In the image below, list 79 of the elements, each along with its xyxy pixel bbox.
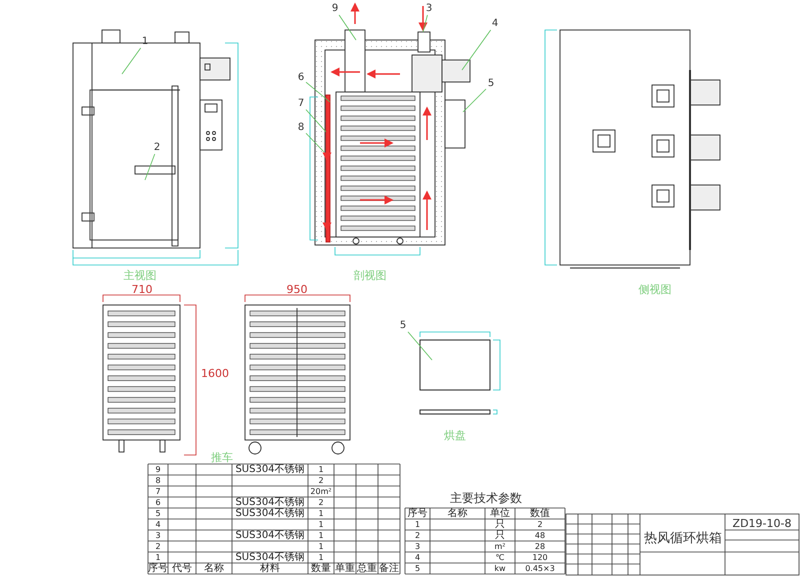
- unit: 只: [495, 530, 505, 541]
- quantity: 1: [318, 552, 324, 563]
- column-header: 单重: [335, 563, 355, 574]
- material: SUS304不锈钢: [235, 464, 305, 475]
- column-header: 名称: [448, 508, 468, 519]
- view-title: 剖视图: [354, 270, 386, 282]
- column-header: 数值: [530, 508, 550, 519]
- column-header: 单位: [490, 508, 510, 519]
- material: SUS304不锈钢: [235, 552, 305, 563]
- quantity: 1: [318, 464, 324, 475]
- value: 120: [532, 552, 548, 563]
- value: 48: [534, 530, 546, 541]
- material: SUS304不锈钢: [235, 530, 305, 541]
- quantity: 1: [318, 508, 324, 519]
- item-number: 8: [155, 475, 161, 486]
- leader-line: [338, 14, 356, 40]
- item-number: 4: [155, 519, 161, 530]
- quantity: 1: [318, 541, 324, 552]
- column-header: 总重: [357, 563, 377, 574]
- callout-number: 3: [424, 3, 434, 15]
- row-number: 5: [414, 563, 420, 574]
- column-header: 数量: [311, 563, 331, 574]
- item-number: 5: [155, 508, 161, 519]
- leader-line: [306, 132, 324, 152]
- dimension-value: 1600: [201, 368, 229, 380]
- dimension-value: 950: [286, 284, 308, 296]
- leader-line: [306, 82, 330, 102]
- callout-number: 9: [330, 3, 340, 15]
- item-number: 1: [155, 552, 161, 562]
- unit: m²: [494, 541, 506, 552]
- row-number: 2: [414, 530, 420, 541]
- view-title: 烘盘: [444, 430, 466, 442]
- row-number: 3: [414, 541, 420, 552]
- quantity: 20m²: [310, 486, 332, 497]
- callout-number: 6: [296, 72, 306, 84]
- column-header: 序号: [408, 508, 428, 519]
- material: SUS304不锈钢: [235, 508, 305, 519]
- callout-number: 5: [398, 320, 408, 332]
- callout-number: 2: [152, 142, 162, 154]
- column-header: 材料: [260, 563, 280, 574]
- unit: kw: [494, 563, 506, 574]
- leader-line: [144, 154, 156, 180]
- drawing-title: 热风循环烘箱: [644, 532, 722, 546]
- quantity: 2: [318, 475, 324, 486]
- unit: 只: [495, 519, 505, 530]
- view-title: 主视图: [124, 270, 156, 282]
- view-title: 推车: [211, 452, 233, 464]
- drawing-number: ZD19-10-8: [732, 518, 792, 530]
- quantity: 1: [318, 530, 324, 541]
- callout-number: 8: [296, 122, 306, 134]
- leader-line: [122, 48, 142, 74]
- item-number: 3: [155, 530, 161, 541]
- material: SUS304不锈钢: [235, 497, 305, 508]
- dimension-value: 710: [132, 284, 152, 296]
- leader-line: [306, 109, 326, 132]
- table-title: 主要技术参数: [450, 492, 522, 506]
- column-header: 备注: [379, 563, 399, 574]
- item-number: 9: [155, 464, 161, 475]
- row-number: 4: [414, 552, 420, 563]
- leader-line: [462, 88, 486, 112]
- leader-line: [422, 14, 428, 32]
- callout-number: 4: [490, 18, 500, 30]
- quantity: 2: [318, 497, 324, 508]
- callout-number: 5: [486, 78, 496, 90]
- item-number: 7: [155, 486, 161, 497]
- unit: ℃: [496, 552, 504, 563]
- value: 2: [537, 519, 543, 530]
- row-number: 1: [414, 519, 420, 530]
- column-header: 名称: [204, 563, 224, 574]
- item-number: 2: [155, 541, 161, 552]
- quantity: 1: [318, 519, 324, 530]
- leader-line: [408, 331, 432, 360]
- view-title: 侧视图: [638, 284, 672, 296]
- column-header: 代号: [172, 563, 192, 574]
- value: 0.45×3: [525, 563, 555, 574]
- leader-line: [462, 30, 492, 70]
- value: 28: [534, 541, 546, 552]
- callout-number: 7: [296, 98, 306, 110]
- item-number: 6: [155, 497, 161, 508]
